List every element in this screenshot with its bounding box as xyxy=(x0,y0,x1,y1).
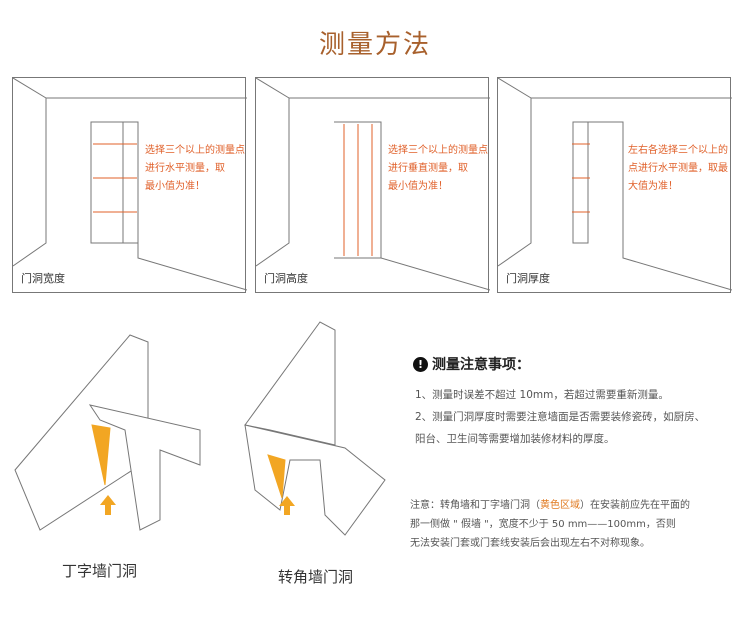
wall-diagrams xyxy=(14,321,386,536)
hint-text: ）在安装前应先在平面的 xyxy=(580,500,690,511)
notes-heading: ! 测量注意事项： xyxy=(413,354,530,374)
notes-heading-text: 测量注意事项： xyxy=(432,357,530,373)
instruction-line: 选择三个以上的测量点 xyxy=(388,145,488,156)
instruction-line: 进行水平测量，取 xyxy=(145,163,225,174)
note-item: 1、测量时误差不超过 10mm，若超过需要重新测量。 xyxy=(415,389,669,401)
instruction-line: 大值为准！ xyxy=(628,181,678,192)
room-drawing-width xyxy=(13,78,247,291)
panel-door-thickness: 左右各选择三个以上的 点进行水平测量，取最 大值为准！ 门洞厚度 xyxy=(497,77,732,293)
warning-icon: ! xyxy=(413,356,428,372)
arrow-up-icon xyxy=(279,496,295,515)
page-title: 测量方法 xyxy=(318,30,431,60)
caption-corner-wall: 转角墙门洞 xyxy=(278,568,354,586)
installation-hint: 注意：转角墙和丁字墙门洞（黄色区域）在安装前应先在平面的 那一侧做 " 假墙 "… xyxy=(410,496,690,553)
instruction-line: 最小值为准！ xyxy=(145,181,205,192)
room-drawing-height xyxy=(256,78,490,291)
panel-label: 门洞高度 xyxy=(264,272,308,285)
corner-wall-drawing xyxy=(244,321,386,536)
panel-door-width: 选择三个以上的测量点 进行水平测量，取 最小值为准！ 门洞宽度 xyxy=(12,77,247,293)
room-drawing-thickness xyxy=(498,78,732,291)
instruction-line: 左右各选择三个以上的 xyxy=(628,145,728,156)
note-item: 2、测量门洞厚度时需要注意墙面是否需要装修瓷砖，如厨房、 xyxy=(415,411,706,423)
caption-t-wall: 丁字墙门洞 xyxy=(62,562,138,580)
hint-highlight: 黄色区域 xyxy=(540,500,580,511)
instruction-line: 选择三个以上的测量点 xyxy=(145,145,245,156)
instruction-line: 进行垂直测量，取 xyxy=(388,163,468,174)
note-item: 阳台、卫生间等需要增加装修材料的厚度。 xyxy=(415,433,615,445)
hint-text: 那一侧做 " 假墙 "，宽度不少于 50 mm——100mm，否则 xyxy=(410,519,676,530)
hint-text: 注意：转角墙和丁字墙门洞（ xyxy=(410,500,540,511)
instruction-line: 点进行水平测量，取最 xyxy=(628,163,728,174)
hint-text: 无法安装门套或门套线安装后会出现左右不对称现象。 xyxy=(410,538,650,549)
panel-label: 门洞厚度 xyxy=(506,272,550,285)
panel-label: 门洞宽度 xyxy=(21,272,65,285)
t-wall-drawing xyxy=(14,334,201,531)
arrow-up-icon xyxy=(100,495,116,515)
panel-door-height: 选择三个以上的测量点 进行垂直测量，取 最小值为准！ 门洞高度 xyxy=(255,77,490,293)
instruction-line: 最小值为准！ xyxy=(388,181,448,192)
